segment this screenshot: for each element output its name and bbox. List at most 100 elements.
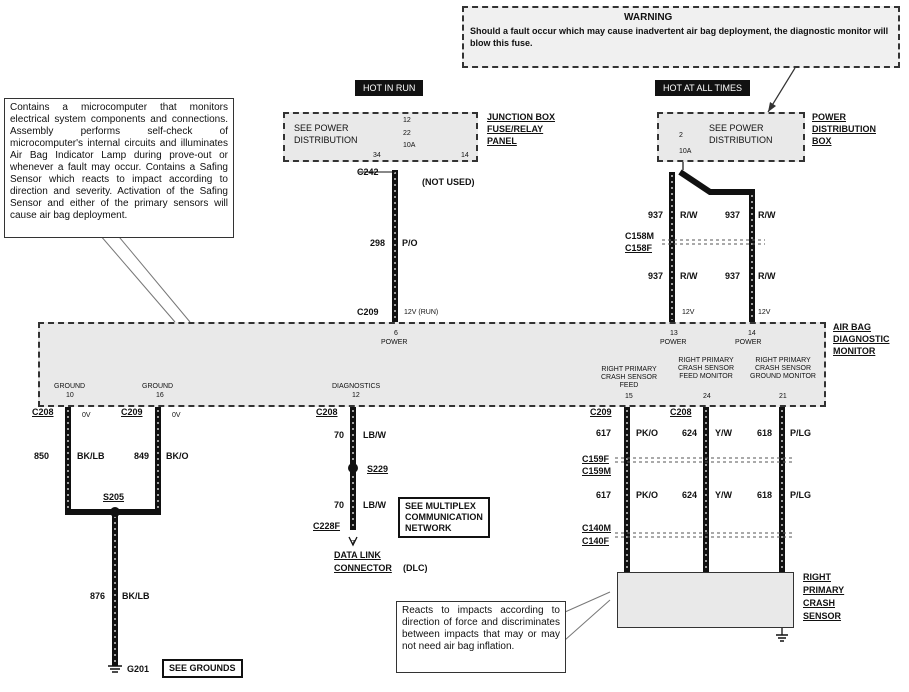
wire-624b-color: Y/W xyxy=(715,490,732,500)
junction-distribution: DISTRIBUTION xyxy=(294,135,358,145)
connector-c209-top: C209 xyxy=(357,307,379,317)
wire-937c-num: 937 xyxy=(648,271,664,281)
pdb-pin-10a: 10A xyxy=(679,148,692,155)
monitor-pin-21-num: 21 xyxy=(779,393,787,400)
monitor-description-note: Contains a microcomputer that monitors e… xyxy=(4,98,234,238)
junction-box: SEE POWER DISTRIBUTION 12 22 10A 34 14 xyxy=(283,112,478,162)
hot-in-run-tag: HOT IN RUN xyxy=(355,80,424,96)
wire-617b-num: 617 xyxy=(596,490,612,500)
multiplex-line-1: SEE MULTIPLEX xyxy=(405,501,476,511)
sensor-description-note: Reacts to impacts according to direction… xyxy=(396,601,566,673)
splice-s229-dot xyxy=(348,463,358,473)
pdb-title-1: POWER xyxy=(812,112,847,122)
wire-617a-num: 617 xyxy=(596,428,612,438)
sensor-note-pointer xyxy=(564,591,611,613)
connector-c242: C242 xyxy=(357,167,379,177)
junction-box-title-2: FUSE/RELAY xyxy=(487,124,544,134)
sensor-title-1: RIGHT xyxy=(803,572,831,582)
splice-s205: S205 xyxy=(103,492,125,502)
connector-c209-d: C209 xyxy=(590,407,612,417)
junction-pin-14: 14 xyxy=(461,152,469,159)
connector-c209-b: C209 xyxy=(121,407,143,417)
monitor-pin-10-num: 10 xyxy=(66,392,74,399)
wire-937b-color: R/W xyxy=(758,210,776,220)
power-distribution-box: SEE POWER DISTRIBUTION 2 10A xyxy=(657,112,805,162)
wire-876-color: BK/LB xyxy=(122,591,150,601)
voltage-12v-a: 12V xyxy=(682,309,695,316)
monitor-pin-12-num: 12 xyxy=(352,392,360,399)
wire-937a-color: R/W xyxy=(680,210,698,220)
dlc-pin-7: 7 xyxy=(351,540,355,547)
wire-618a-color: P/LG xyxy=(790,428,812,438)
wire-624a-num: 624 xyxy=(682,428,698,438)
wire-876-num: 876 xyxy=(90,591,106,601)
monitor-title-1: AIR BAG xyxy=(833,322,871,332)
wire-70b-num: 70 xyxy=(334,500,345,510)
warning-title: WARNING xyxy=(624,12,673,23)
wire-70a-color: LB/W xyxy=(363,430,386,440)
wire-937-right xyxy=(678,169,755,322)
monitor-pin-24-num: 24 xyxy=(703,393,711,400)
monitor-pin-10-label: GROUND xyxy=(54,383,86,390)
monitor-pin-15-num: 15 xyxy=(625,393,633,400)
junction-box-title-3: PANEL xyxy=(487,136,517,146)
monitor-pin-24-label: RIGHT PRIMARY CRASH SENSOR FEED MONITOR xyxy=(677,357,734,380)
wire-937c-color: R/W xyxy=(680,271,698,281)
splice-s205-dot xyxy=(110,507,120,517)
junction-see-power: SEE POWER xyxy=(294,123,349,133)
wire-618a-num: 618 xyxy=(757,428,773,438)
dlc-line1: DATA LINK xyxy=(334,550,381,560)
wire-937d-color: R/W xyxy=(758,271,776,281)
wire-618b-num: 618 xyxy=(757,490,773,500)
connector-c158f: C158F xyxy=(625,243,653,253)
connector-c208-c: C208 xyxy=(316,407,338,417)
connector-c208-a: C208 xyxy=(32,407,54,417)
splice-s229: S229 xyxy=(367,464,389,474)
wire-937a-num: 937 xyxy=(648,210,664,220)
monitor-title-3: MONITOR xyxy=(833,346,876,356)
voltage-0v-b: 0V xyxy=(172,412,181,419)
pdb-distribution: DISTRIBUTION xyxy=(709,135,773,145)
monitor-pin-6-label: POWER xyxy=(381,339,408,346)
wire-618b-color: P/LG xyxy=(790,490,812,500)
monitor-title-2: DIAGNOSTIC xyxy=(833,334,890,344)
sensor-title-3: CRASH xyxy=(803,598,836,608)
dlc-line2a: CONNECTOR xyxy=(334,563,392,573)
wire-70a-num: 70 xyxy=(334,430,345,440)
monitor-pin-6-num: 6 xyxy=(394,330,398,337)
wire-624b-num: 624 xyxy=(682,490,698,500)
pdb-see-power: SEE POWER xyxy=(709,123,764,133)
wire-70b-color: LB/W xyxy=(363,500,386,510)
ground-g201-label: G201 xyxy=(127,664,150,674)
junction-pin-34: 34 xyxy=(373,152,381,159)
junction-pin-10a: 10A xyxy=(403,142,416,149)
wire-298-num: 298 xyxy=(370,238,386,248)
warning-text: Should a fault occur which may cause ina… xyxy=(470,26,889,48)
junction-box-title-1: JUNCTION BOX xyxy=(487,112,556,122)
connector-c159f: C159F xyxy=(582,454,610,464)
connector-c228f: C228F xyxy=(313,521,341,531)
monitor-pin-14-num: 14 xyxy=(748,330,756,337)
connector-c158m: C158M xyxy=(625,231,655,241)
monitor-pin-13-num: 13 xyxy=(670,330,678,337)
monitor-pin-21-label: RIGHT PRIMARY CRASH SENSOR GROUND MONITO… xyxy=(750,357,816,380)
not-used-label: (NOT USED) xyxy=(422,177,475,187)
wire-849-color: BK/O xyxy=(166,451,189,461)
connector-c159m: C159M xyxy=(582,466,612,476)
dlc-line2b: (DLC) xyxy=(403,563,428,573)
monitor-pin-13-label: POWER xyxy=(660,339,687,346)
voltage-12v-b: 12V xyxy=(758,309,771,316)
wire-617a-color: PK/O xyxy=(636,428,659,438)
pdb-title-2: DISTRIBUTION xyxy=(812,124,876,134)
wire-849-num: 849 xyxy=(134,451,150,461)
pdb-pin-2: 2 xyxy=(679,132,683,139)
wire-617b-color: PK/O xyxy=(636,490,659,500)
hot-at-all-times-tag: HOT AT ALL TIMES xyxy=(655,80,751,96)
multiplex-line-3: NETWORK xyxy=(405,523,452,533)
monitor-pin-14-label: POWER xyxy=(735,339,762,346)
voltage-0v-a: 0V xyxy=(82,412,91,419)
wire-624a-color: Y/W xyxy=(715,428,732,438)
see-grounds-ref[interactable]: SEE GROUNDS xyxy=(162,659,243,678)
see-multiplex-ref[interactable]: SEE MULTIPLEX COMMUNICATION NETWORK xyxy=(398,497,490,538)
